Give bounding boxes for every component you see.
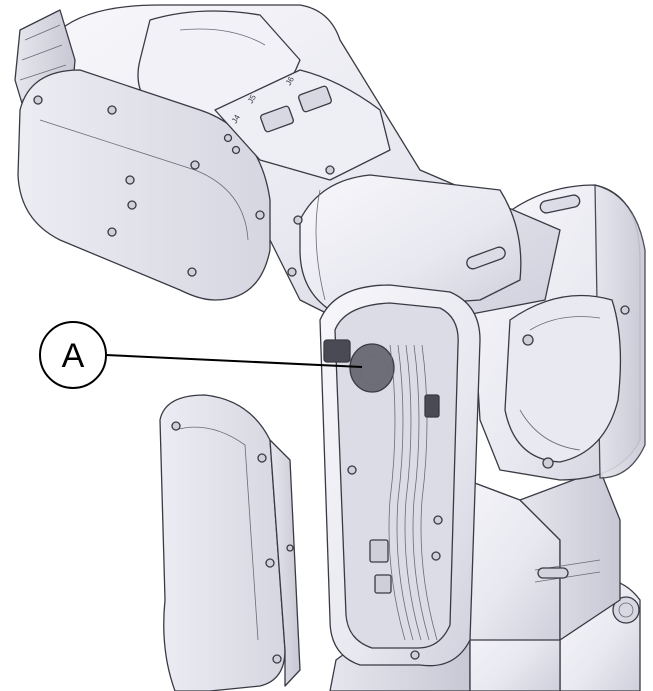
cable-bearing-opening [349, 343, 395, 393]
elbow-frame-open [319, 284, 481, 667]
shoulder-housing [469, 184, 646, 481]
callout-circle [39, 321, 107, 389]
upper-arm: J4 J5 J6 [14, 4, 561, 331]
callout-leader-line [105, 354, 363, 368]
removed-elbow-cover [159, 394, 301, 691]
callout-letter: A [62, 337, 85, 375]
cable-harness [388, 344, 438, 641]
callout-a: A [39, 321, 363, 389]
